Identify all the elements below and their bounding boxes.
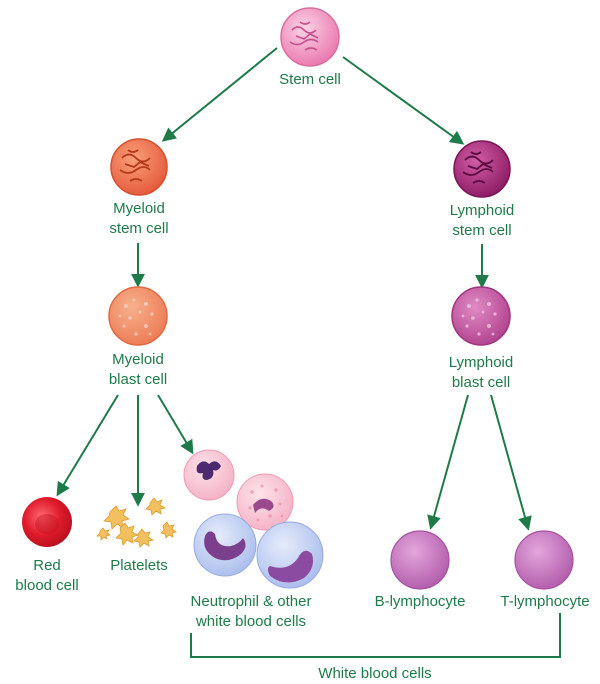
myeloid-stem-label-line2: stem cell: [109, 220, 168, 237]
myeloid-blast-cell: [108, 286, 168, 346]
lymphocyte-white-cell: [256, 521, 324, 589]
arrow-stem-to-myeloid: [161, 47, 278, 142]
t-lymphocyte-cell: [514, 530, 574, 590]
arrow-blast-to-red-cell: [56, 394, 119, 497]
myeloid-blast-label-line2: blast cell: [109, 371, 167, 388]
red-blood-cell-label-line2: blood cell: [15, 577, 78, 594]
platelet: [145, 497, 167, 516]
white-blood-cells-cluster: [183, 449, 324, 589]
platelet: [133, 528, 155, 548]
platelet: [96, 527, 111, 541]
arrows: [56, 47, 532, 531]
arrow-blast-to-neutrophil: [157, 394, 194, 455]
white-blood-cells-bracket: [190, 613, 561, 658]
t-lymphocyte-label: T-lymphocyte: [500, 593, 589, 610]
lymphoid-blast-label-line1: Lymphoid: [449, 354, 513, 371]
lymphoid-stem-cell: [453, 140, 511, 198]
arrow-lymphoid-blast-to-b: [427, 394, 469, 530]
monocyte-cell: [193, 513, 257, 577]
myeloid-stem-label-line1: Myeloid: [113, 200, 165, 217]
white-blood-cells-label: White blood cells: [318, 665, 431, 682]
red-blood-cell: [22, 497, 72, 547]
neutrophil-label-line2: white blood cells: [195, 613, 306, 630]
lymphoid-stem-label-line2: stem cell: [452, 222, 511, 239]
lymphoid-blast-label-line2: blast cell: [452, 374, 510, 391]
neutrophil-cell: [183, 449, 235, 501]
neutrophil-label-line1: Neutrophil & other: [191, 593, 312, 610]
platelet: [160, 521, 177, 539]
b-lymphocyte-label: B-lymphocyte: [375, 593, 466, 610]
b-lymphocyte-cell: [390, 530, 450, 590]
red-blood-cell-label-line1: Red: [33, 557, 61, 574]
stem-cell-label: Stem cell: [279, 71, 341, 88]
myeloid-stem-cell: [110, 138, 168, 196]
platelets-label: Platelets: [110, 557, 168, 574]
lymphoid-blast-cell: [451, 286, 511, 346]
lymphoid-stem-label-line1: Lymphoid: [450, 202, 514, 219]
arrow-stem-to-lymphoid: [342, 56, 465, 145]
arrow-lymphoid-blast-to-t: [490, 394, 532, 531]
platelet: [115, 522, 140, 546]
eosinophil-cell: [236, 473, 294, 531]
platelet: [103, 505, 130, 530]
stem-cell: [280, 7, 340, 67]
platelets-cluster: [96, 497, 177, 548]
myeloid-blast-label-line1: Myeloid: [112, 351, 164, 368]
